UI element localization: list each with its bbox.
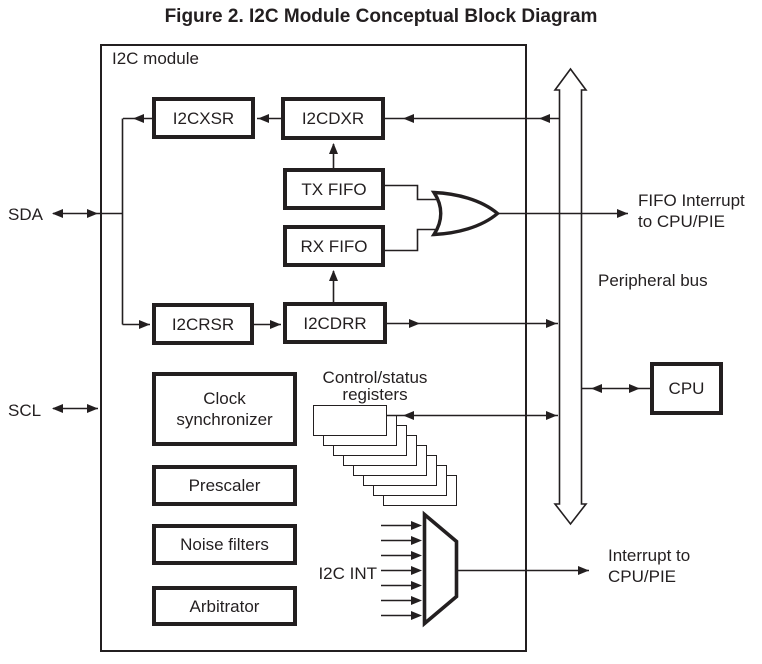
interrupt-label: Interrupt to CPU/PIE [608, 545, 690, 587]
block-cpu: CPU [650, 362, 723, 415]
block-i2cdrr: I2CDRR [283, 302, 387, 344]
block-clock-synchronizer: Clock synchronizer [152, 372, 297, 446]
block-tx-fifo: TX FIFO [283, 168, 385, 210]
i2c-int-label: I2C INT [318, 564, 377, 583]
figure-title: Figure 2. I2C Module Conceptual Block Di… [164, 6, 598, 27]
block-prescaler: Prescaler [152, 465, 297, 506]
fifo-interrupt-label: FIFO Interrupt to CPU/PIE [638, 190, 745, 232]
block-rx-fifo: RX FIFO [283, 225, 385, 267]
control-status-line2: registers [342, 384, 408, 404]
scl-label: SCL [8, 401, 42, 420]
clock-synchronizer-line2: synchronizer [176, 410, 273, 429]
i2c-module-label: I2C module [112, 49, 199, 68]
block-i2cdxr: I2CDXR [281, 97, 385, 140]
peripheral-bus-label: Peripheral bus [598, 271, 708, 290]
control-status-registers-label: Control/status registers [300, 368, 450, 404]
i2c-module-boundary [100, 44, 527, 652]
fifo-interrupt-line1: FIFO Interrupt [638, 191, 745, 210]
peripheral-bus-arrow [553, 67, 588, 526]
register-card [313, 405, 387, 436]
block-arbitrator: Arbitrator [152, 586, 297, 626]
block-noise-filters: Noise filters [152, 524, 297, 565]
clock-synchronizer-line1: Clock [203, 389, 246, 408]
control-status-line1: Control/status [322, 368, 428, 387]
interrupt-line2: CPU/PIE [608, 567, 677, 586]
interrupt-line1: Interrupt to [608, 546, 691, 565]
block-i2cxsr: I2CXSR [152, 97, 255, 139]
sda-label: SDA [8, 205, 43, 224]
fifo-interrupt-line2: to CPU/PIE [638, 212, 725, 231]
block-i2crsr: I2CRSR [152, 303, 254, 345]
